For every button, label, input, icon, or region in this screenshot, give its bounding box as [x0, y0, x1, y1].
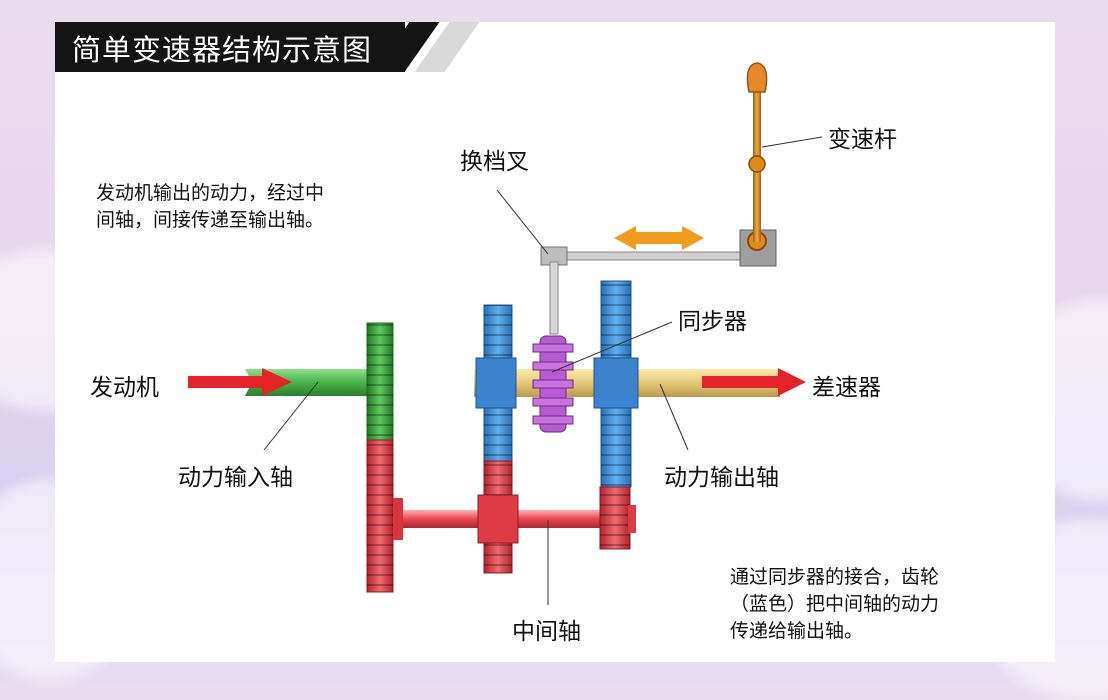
- gear-lever-assembly: [739, 62, 777, 267]
- engine-input-arrow: [188, 368, 292, 396]
- label-gear-lever: 变速杆: [828, 127, 897, 153]
- label-shift-fork: 换档叉: [460, 149, 529, 175]
- label-countershaft: 中间轴: [512, 619, 581, 645]
- note-bottom-right: 通过同步器的接合，齿轮 （蓝色）把中间轴的动力 传递给输出轴。: [730, 564, 939, 645]
- label-output-shaft: 动力输出轴: [664, 465, 779, 491]
- label-synchronizer: 同步器: [678, 309, 747, 335]
- note-top-left-line-2: 间轴，间接传递至输出轴。: [96, 209, 325, 231]
- label-input-shaft: 动力输入轴: [178, 465, 293, 491]
- note-bottom-right-line-3: 传递给输出轴。: [730, 620, 864, 642]
- label-engine: 发动机: [90, 375, 159, 401]
- label-differential: 差速器: [812, 375, 881, 401]
- note-top-left-line-1: 发动机输出的动力，经过中: [96, 182, 325, 204]
- page-title: 简单变速器结构示意图: [72, 33, 373, 67]
- title-bar: [55, 22, 405, 72]
- note-bottom-right-line-1: 通过同步器的接合，齿轮: [730, 566, 940, 588]
- note-top-left: 发动机输出的动力，经过中 间轴，间接传递至输出轴。: [96, 180, 324, 234]
- shift-direction-arrow: [614, 226, 704, 250]
- note-bottom-right-line-2: （蓝色）把中间轴的动力: [730, 593, 940, 615]
- differential-output-arrow: [702, 368, 806, 396]
- synchronizer: [532, 335, 574, 433]
- transmission-diagram: [188, 62, 823, 605]
